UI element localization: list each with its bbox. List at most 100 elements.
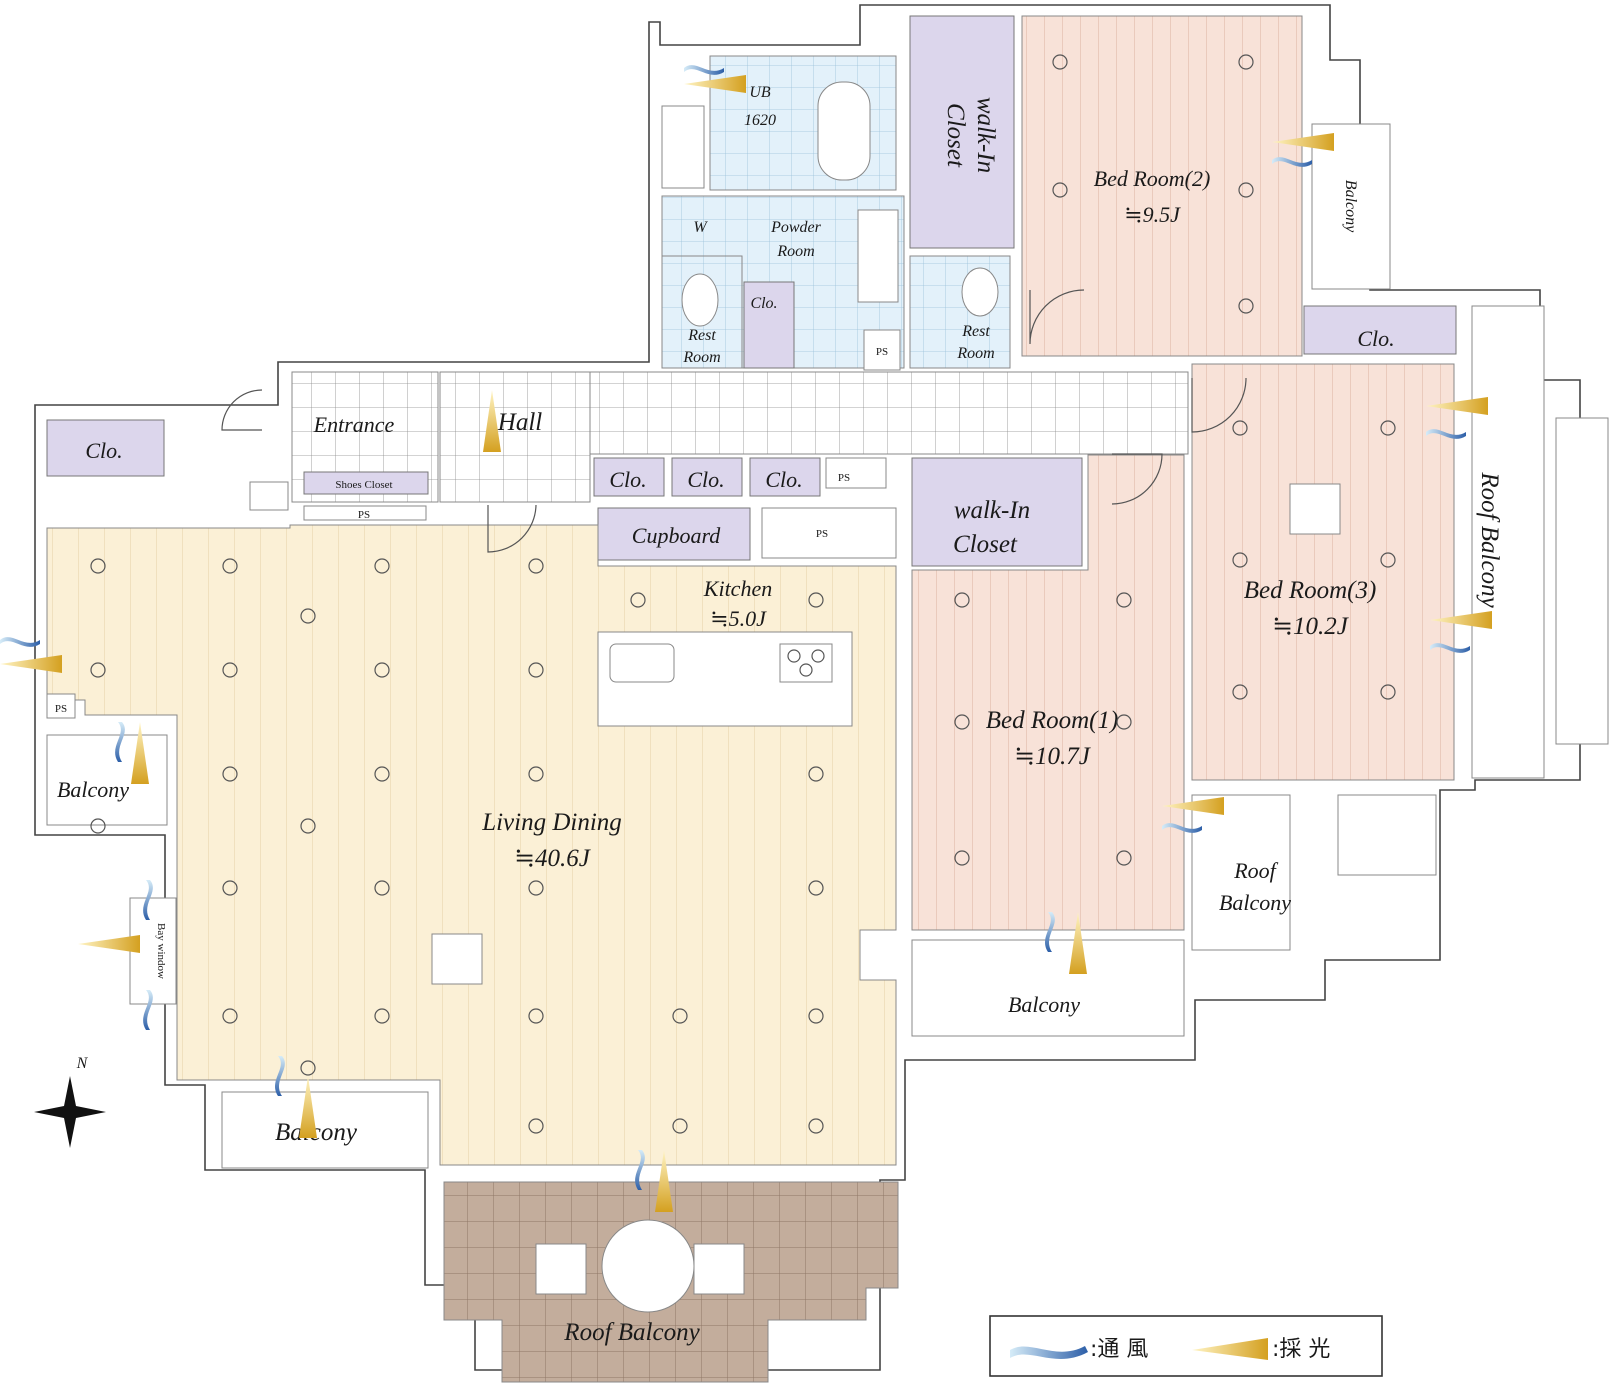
wind-arrow-icon [684, 65, 724, 75]
light-arrow-icon [1426, 397, 1488, 415]
light-arrow-icon [131, 722, 149, 784]
wind-arrow-icon [275, 1056, 285, 1096]
downlight-icon [374, 558, 390, 574]
wind-arrow-icon [143, 990, 153, 1030]
balcony-bottom-mid [911, 939, 1185, 1037]
downlight-icon [90, 662, 106, 678]
wind-arrow-icon [1430, 643, 1470, 653]
downlight-icon [528, 1118, 544, 1134]
wind-arrow-icon [1426, 429, 1466, 439]
wind-arrow-icon [1162, 823, 1202, 833]
cupboard-label: Cupboard [632, 523, 721, 548]
balcony-bottom-left [221, 1091, 429, 1169]
balcony-right-top-label: Balcony [1342, 180, 1359, 233]
downlight-icon [1238, 298, 1254, 314]
small-closet [743, 281, 795, 369]
downlight-icon [1116, 850, 1132, 866]
downlight-icon [808, 766, 824, 782]
wind-arrow-icon [143, 880, 153, 920]
downlight-icon [1232, 552, 1248, 568]
hall-area [439, 371, 591, 503]
legend-daylight: :採 光 [1272, 1337, 1330, 1362]
rest-room-right-label: Rest [961, 323, 990, 340]
balcony-right-top [1311, 123, 1391, 290]
downlight-icon [808, 1008, 824, 1024]
terrace-chair-right [693, 1243, 745, 1295]
downlight-icon [1238, 54, 1254, 70]
roof-balcony-right [1471, 305, 1545, 779]
wind-arrow-icon [0, 637, 40, 647]
hall-closet-1 [593, 457, 665, 497]
downlight-icon [222, 558, 238, 574]
legend: :通 風 :採 光 [989, 1315, 1383, 1377]
airflow-and-light-markers [0, 65, 1492, 1212]
ub-size-label: 1620 [744, 112, 776, 129]
bedroom-3-size: ≒10.2J [1272, 613, 1350, 640]
terrace-chair-left [535, 1243, 587, 1295]
light-arrow-icon [684, 75, 746, 93]
kitchen-sink [609, 643, 675, 683]
downlight-icon [90, 818, 106, 834]
closet-left [46, 419, 165, 477]
hall-closet-3 [749, 457, 821, 497]
downlight-icon [808, 592, 824, 608]
stove-burner-icon [799, 663, 813, 677]
light-arrow-icon [0, 655, 62, 673]
downlight-icon [954, 850, 970, 866]
downlight-icon [300, 608, 316, 624]
entrance-step [249, 481, 289, 511]
kitchen-label: Kitchen [703, 576, 772, 601]
walk-in-closet-mid-label: walk-In [954, 497, 1030, 524]
bedroom-1 [911, 454, 1185, 931]
ps-left [46, 693, 76, 719]
rest-room-right [909, 255, 1011, 369]
wind-legend-icon [1010, 1346, 1088, 1359]
wash-basin [857, 209, 899, 303]
roof-balcony-mid-label-2: Balcony [1219, 890, 1291, 915]
light-arrow-icon [483, 390, 501, 452]
downlight-icon [374, 880, 390, 896]
door-swing [221, 389, 263, 431]
hall-closet-3-label: Clo. [765, 467, 802, 492]
bathtub [817, 81, 871, 181]
downlight-icon [1116, 592, 1132, 608]
door-swing [1111, 453, 1163, 505]
closet-right-label: Clo. [1357, 326, 1394, 351]
downlight-icon [90, 558, 106, 574]
downlight-icon [528, 880, 544, 896]
terrace-table [601, 1219, 695, 1313]
walk-in-closet-top [909, 15, 1015, 249]
light-arrow-icon [78, 935, 140, 953]
roof-balcony-mid-ext [1337, 794, 1437, 876]
ps-cupboard-label: PS [816, 528, 828, 540]
downlight-icon [300, 1060, 316, 1076]
downlight-icon [1238, 182, 1254, 198]
bedroom-2-size: ≒9.5J [1124, 202, 1181, 227]
downlight-icon [300, 818, 316, 834]
downlight-icon [954, 592, 970, 608]
bedroom-1-label: Bed Room(1) [986, 707, 1119, 734]
downlight-icon [954, 714, 970, 730]
hall-label: Hall [497, 409, 543, 436]
downlight-icon [222, 662, 238, 678]
roof-balcony-mid-label: Roof [1233, 858, 1278, 883]
light-arrow-icon [1162, 797, 1224, 815]
downlight-icon [1116, 714, 1132, 730]
walk-in-closet-mid-label-2: Closet [953, 531, 1018, 558]
downlight-icon [1232, 684, 1248, 700]
walk-in-closet-top-label: walk-In [972, 97, 999, 173]
downlight-icon [528, 558, 544, 574]
cupboard [597, 507, 751, 561]
downlight-icon [528, 662, 544, 678]
door-swing [487, 504, 537, 553]
wind-arrow-icon [1272, 157, 1312, 167]
balcony-left-label: Balcony [57, 777, 129, 802]
downlights [90, 54, 1396, 1134]
light-arrow-icon [1430, 611, 1492, 629]
downlight-icon [222, 880, 238, 896]
hall-closet-2 [671, 457, 743, 497]
toilet-right [961, 267, 999, 317]
stove-burner-icon [787, 649, 801, 663]
light-arrow-icon [1272, 133, 1334, 151]
ub-label: UB [749, 84, 771, 101]
